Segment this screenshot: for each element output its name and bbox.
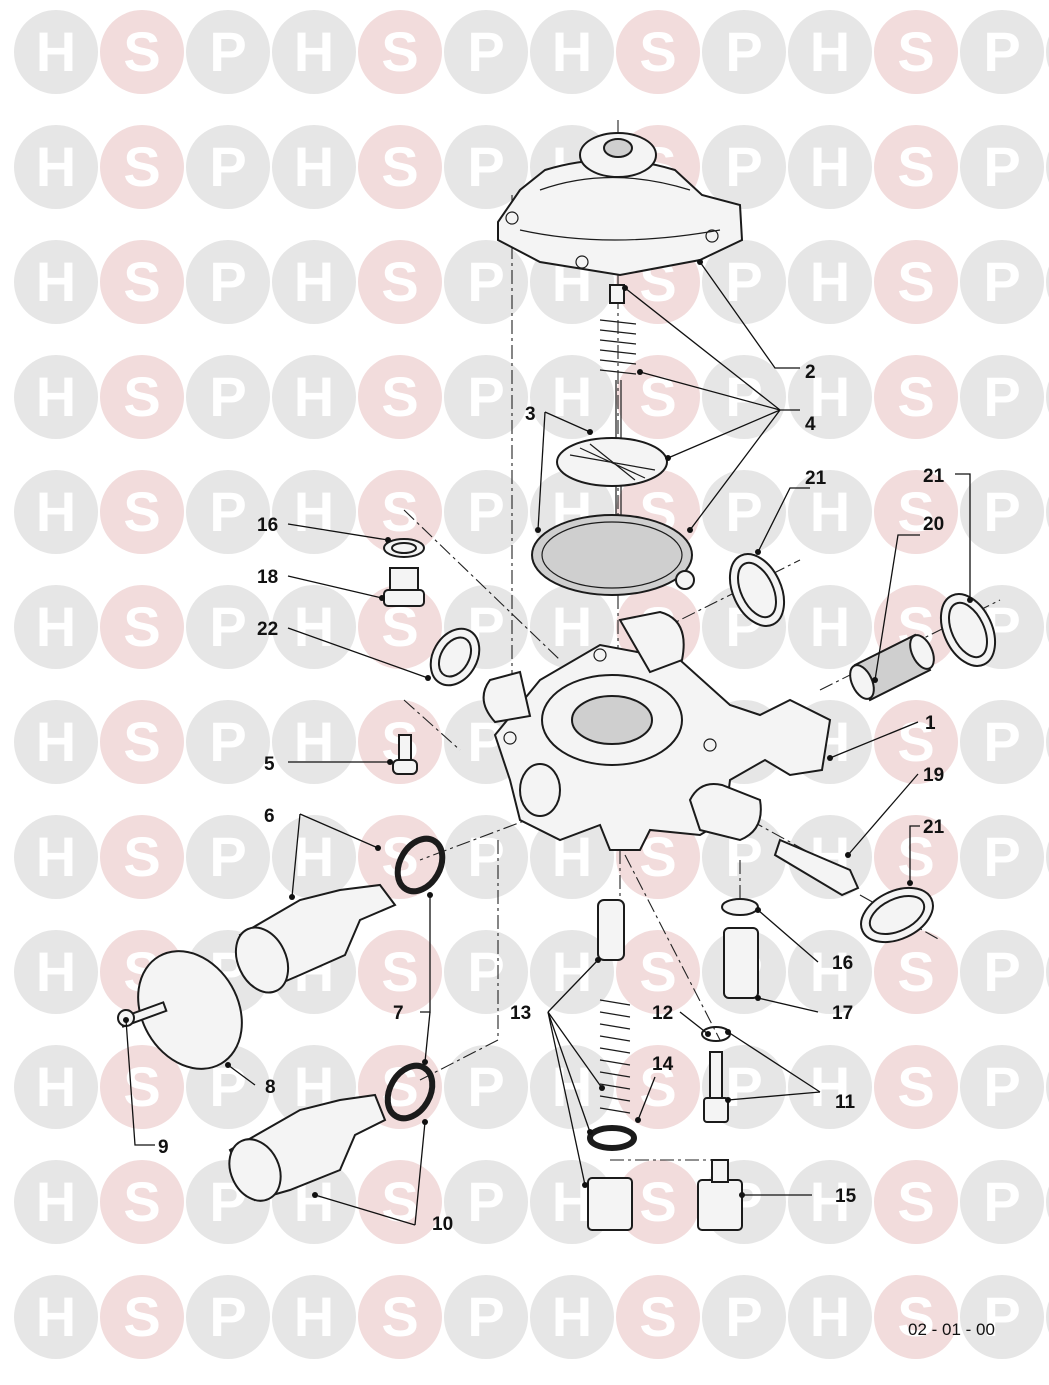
- callout-16-lower: 16: [832, 953, 853, 974]
- callout-21-left: 21: [805, 468, 827, 489]
- plug-parts-upper-left: [383, 538, 425, 607]
- callout-21-lower: 21: [923, 817, 945, 838]
- callout-10: 10: [432, 1214, 453, 1235]
- callout-22: 22: [257, 619, 278, 640]
- diaphragm-assembly-part: [531, 284, 695, 596]
- callout-14: 14: [652, 1054, 674, 1075]
- callout-9: 9: [158, 1137, 169, 1158]
- callout-5: 5: [264, 754, 275, 775]
- callout-12: 12: [652, 1003, 673, 1024]
- callout-4: 4: [805, 414, 816, 435]
- callout-18: 18: [257, 567, 278, 588]
- callout-1: 1: [925, 713, 936, 734]
- valve-body-part: [482, 610, 832, 851]
- diagram-reference-code: 02 - 01 - 00: [908, 1320, 995, 1339]
- callout-2: 2: [805, 362, 816, 383]
- filter-part: [849, 633, 935, 702]
- screw-part: [392, 734, 418, 775]
- tap-valve-upper: [234, 835, 446, 994]
- callout-20: 20: [923, 514, 944, 535]
- callout-11: 11: [835, 1092, 856, 1113]
- knob-part: [117, 950, 243, 1070]
- callout-21-right: 21: [923, 466, 945, 487]
- sealing-rings: [429, 553, 997, 944]
- tap-valve-lower: [228, 1062, 436, 1202]
- callout-17: 17: [832, 1003, 853, 1024]
- callout-labels: 1 2 3 4 5 6 7 8 9 10 11 12 13 14 15 16 1…: [158, 362, 945, 1235]
- top-cover-part: [497, 132, 744, 277]
- valve-insert-parts-right: [697, 838, 860, 1231]
- callout-19: 19: [923, 765, 944, 786]
- cartridge-assembly-part: [587, 899, 637, 1231]
- callout-8: 8: [265, 1077, 276, 1098]
- callout-3: 3: [525, 404, 536, 425]
- callout-15: 15: [835, 1186, 857, 1207]
- callout-dots: [123, 259, 973, 1198]
- callout-13: 13: [510, 1003, 531, 1024]
- callout-6: 6: [264, 806, 275, 827]
- callout-leader-lines: [125, 261, 971, 1226]
- callout-7: 7: [393, 1003, 404, 1024]
- callout-16-upper: 16: [257, 515, 278, 536]
